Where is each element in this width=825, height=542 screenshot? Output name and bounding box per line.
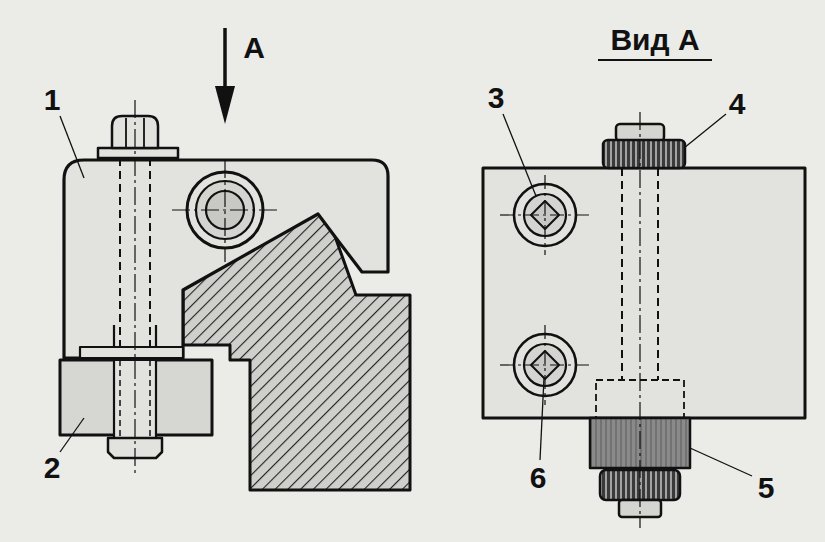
bolt-head-edge xyxy=(125,118,127,148)
callout-number: 6 xyxy=(530,461,547,494)
leader-line xyxy=(690,448,752,476)
center-line xyxy=(500,364,590,365)
center-line xyxy=(172,209,278,210)
section-view xyxy=(60,28,410,490)
label-box: 5 xyxy=(758,473,775,503)
leader-line xyxy=(684,114,726,148)
clamp-body-view xyxy=(483,168,805,418)
center-line xyxy=(134,100,135,475)
callout-number: 1 xyxy=(44,83,61,116)
bolt-hidden-line xyxy=(149,158,151,347)
top-view xyxy=(483,60,805,528)
callout-number: 4 xyxy=(729,87,746,120)
bolt-hidden-line xyxy=(657,168,659,380)
label-box: 4 xyxy=(729,89,746,119)
leader-line xyxy=(60,116,84,178)
bolt-head-edge xyxy=(143,118,145,148)
knurled-nut xyxy=(603,140,685,168)
washer-plate xyxy=(80,347,183,358)
label-box: 6 xyxy=(530,463,547,493)
leader-line xyxy=(540,378,544,460)
center-line xyxy=(500,214,590,215)
center-line xyxy=(639,112,640,528)
leader-line xyxy=(60,418,84,452)
label-box: Вид А xyxy=(610,25,699,55)
bolt-hidden-line xyxy=(621,168,623,380)
leader-line xyxy=(503,114,536,196)
clamp-body xyxy=(64,160,388,358)
callout-number: 3 xyxy=(488,81,505,114)
view-title: Вид А xyxy=(610,23,699,56)
callout-number: 5 xyxy=(758,471,775,504)
label-box: 1 xyxy=(44,85,61,115)
view-arrow xyxy=(223,28,227,92)
roller-view xyxy=(500,325,590,405)
bolt-washer xyxy=(98,148,178,158)
view-arrowhead xyxy=(215,86,235,124)
bolt-thread-line xyxy=(149,360,151,438)
label-box: 3 xyxy=(488,83,505,113)
label-box: A xyxy=(243,33,265,63)
callout-number: 2 xyxy=(44,451,61,484)
label-box: 2 xyxy=(44,453,61,483)
view-letter: A xyxy=(243,31,265,64)
bolt-thread-line xyxy=(119,360,121,438)
bolt-thread-line xyxy=(113,325,115,347)
roller-view xyxy=(500,175,590,255)
bolt-hidden-line xyxy=(119,158,121,347)
center-line xyxy=(544,325,545,405)
center-line xyxy=(224,160,225,262)
center-line xyxy=(544,175,545,255)
title-underline xyxy=(598,59,712,61)
bolt-thread-line xyxy=(155,325,157,347)
